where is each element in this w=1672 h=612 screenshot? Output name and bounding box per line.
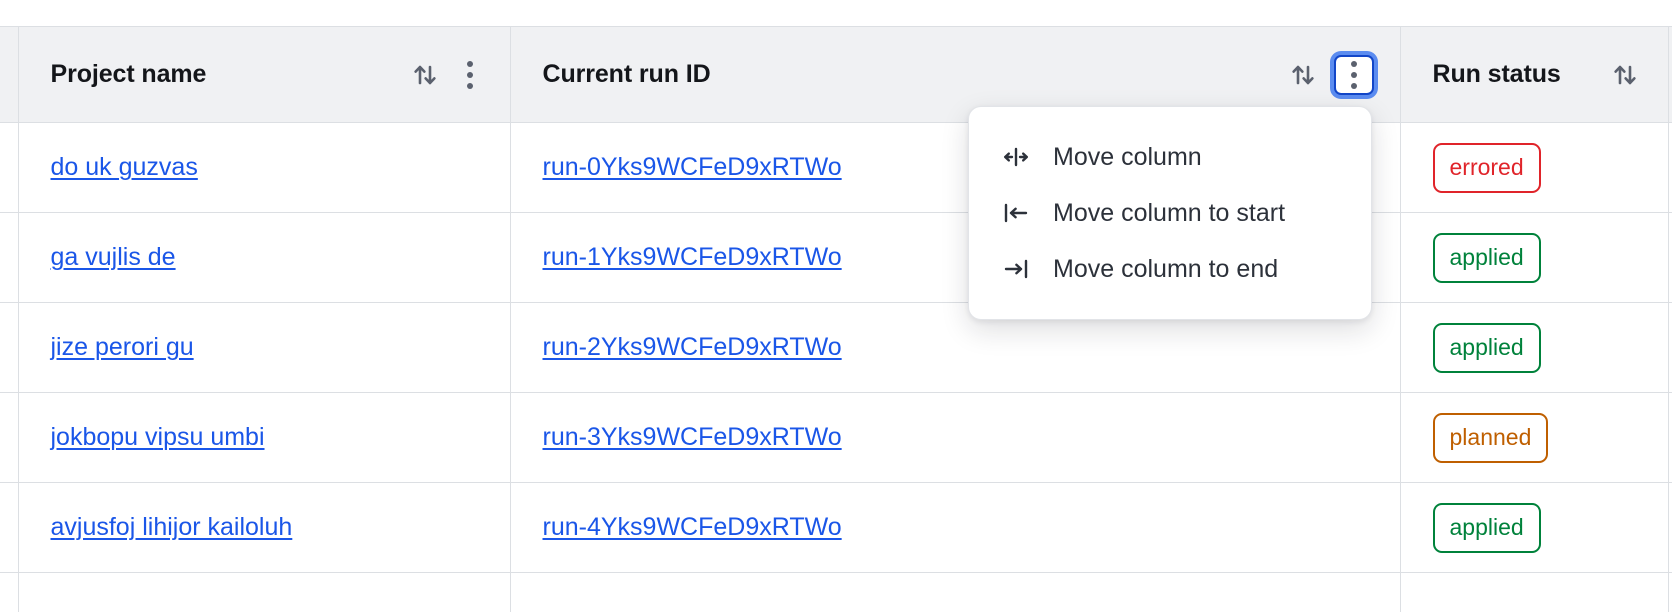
move-column-icon xyxy=(1001,146,1031,168)
header-select-column xyxy=(0,26,19,123)
run-id-link[interactable]: run-4Yks9WCFeD9xRTWo xyxy=(542,513,842,541)
header-cell-project-name: Project name xyxy=(18,26,511,123)
row-trailing-pad xyxy=(1668,302,1672,393)
projects-table-container: Project name xyxy=(0,26,1672,612)
project-name-link[interactable]: jize perori gu xyxy=(50,333,194,361)
table-row: jize perori gu run-2Yks9WCFeD9xRTWo appl… xyxy=(0,302,1672,393)
header-row: Project name xyxy=(0,26,1672,123)
cell-project-name: do uk guzvas xyxy=(18,122,511,213)
row-trailing-pad xyxy=(1668,212,1672,303)
cell-run-status: planned xyxy=(1400,392,1669,483)
project-name-link[interactable]: jokbopu vipsu umbi xyxy=(50,423,265,451)
row-trailing-pad xyxy=(1668,572,1672,612)
header-trailing-pad xyxy=(1668,26,1672,123)
run-id-link[interactable]: run-1Yks9WCFeD9xRTWo xyxy=(542,243,842,271)
run-id-link[interactable]: run-3Yks9WCFeD9xRTWo xyxy=(542,423,842,451)
row-select-cell[interactable] xyxy=(0,482,19,573)
status-badge: planned xyxy=(1432,412,1549,463)
cell-current-run-id: run-4Yks9WCFeD9xRTWo xyxy=(510,482,1401,573)
cell-project-name: avjusfoj lihijor kailoluh xyxy=(18,482,511,573)
table-body: do uk guzvas run-0Yks9WCFeD9xRTWo errore… xyxy=(0,122,1672,612)
project-name-link[interactable]: avjusfoj lihijor kailoluh xyxy=(50,513,293,541)
table-row: avjusfoj lihijor kailoluh run-4Yks9WCFeD… xyxy=(0,482,1672,573)
status-badge: applied xyxy=(1432,232,1541,283)
move-to-start-icon xyxy=(1001,202,1031,224)
row-select-cell[interactable] xyxy=(0,392,19,483)
run-id-link[interactable]: run-0Yks9WCFeD9xRTWo xyxy=(542,153,842,181)
projects-table: Project name xyxy=(0,26,1672,612)
status-badge: applied xyxy=(1432,502,1541,553)
row-select-cell[interactable] xyxy=(0,302,19,393)
table-row: do uk guzvas run-0Yks9WCFeD9xRTWo errore… xyxy=(0,122,1672,213)
column-context-menu: Move column Move column to start Move co… xyxy=(968,106,1372,320)
run-id-link[interactable]: run-2Yks9WCFeD9xRTWo xyxy=(542,333,842,361)
menu-item-label: Move column to end xyxy=(1053,254,1279,283)
cell-project-name xyxy=(18,572,511,612)
status-badge: errored xyxy=(1432,142,1541,193)
kebab-dots xyxy=(1350,60,1357,89)
column-header-label-current-run-id: Current run ID xyxy=(542,60,711,88)
project-name-link[interactable]: do uk guzvas xyxy=(50,153,198,181)
menu-item-move-column-to-start[interactable]: Move column to start xyxy=(969,185,1371,241)
project-name-link[interactable]: ga vujlis de xyxy=(50,243,176,271)
menu-item-move-column[interactable]: Move column xyxy=(969,129,1371,185)
table-row xyxy=(0,572,1672,612)
column-header-label-run-status: Run status xyxy=(1432,60,1561,88)
cell-project-name: jokbopu vipsu umbi xyxy=(18,392,511,483)
row-trailing-pad xyxy=(1668,482,1672,573)
cell-run-status: applied xyxy=(1400,212,1669,303)
sort-updown-icon-project-name[interactable] xyxy=(408,58,442,92)
status-badge: applied xyxy=(1432,322,1541,373)
cell-project-name: jize perori gu xyxy=(18,302,511,393)
cell-project-name: ga vujlis de xyxy=(18,212,511,303)
kebab-menu-icon-current-run-id[interactable] xyxy=(1333,54,1374,95)
sort-updown-icon-current-run-id[interactable] xyxy=(1286,58,1320,92)
header-cell-current-run-id: Current run ID xyxy=(510,26,1401,123)
cell-run-status: applied xyxy=(1400,302,1669,393)
cell-current-run-id xyxy=(510,572,1401,612)
table-row: ga vujlis de run-1Yks9WCFeD9xRTWo applie… xyxy=(0,212,1672,303)
header-cell-run-status: Run status xyxy=(1400,26,1669,123)
cell-run-status: applied xyxy=(1400,482,1669,573)
menu-item-move-column-to-end[interactable]: Move column to end xyxy=(969,241,1371,297)
menu-item-label: Move column to start xyxy=(1053,198,1286,227)
table-header: Project name xyxy=(0,26,1672,123)
kebab-dots xyxy=(466,60,473,89)
column-header-label-project-name: Project name xyxy=(50,60,207,88)
kebab-menu-icon-project-name[interactable] xyxy=(456,58,484,92)
row-trailing-pad xyxy=(1668,122,1672,213)
sort-updown-icon-run-status[interactable] xyxy=(1608,58,1642,92)
menu-item-label: Move column xyxy=(1053,142,1202,171)
cell-run-status: errored xyxy=(1400,122,1669,213)
cell-current-run-id: run-3Yks9WCFeD9xRTWo xyxy=(510,392,1401,483)
table-row: jokbopu vipsu umbi run-3Yks9WCFeD9xRTWo … xyxy=(0,392,1672,483)
row-select-cell[interactable] xyxy=(0,212,19,303)
row-trailing-pad xyxy=(1668,392,1672,483)
move-to-end-icon xyxy=(1001,258,1031,280)
row-select-cell[interactable] xyxy=(0,122,19,213)
row-select-cell[interactable] xyxy=(0,572,19,612)
cell-run-status xyxy=(1400,572,1669,612)
